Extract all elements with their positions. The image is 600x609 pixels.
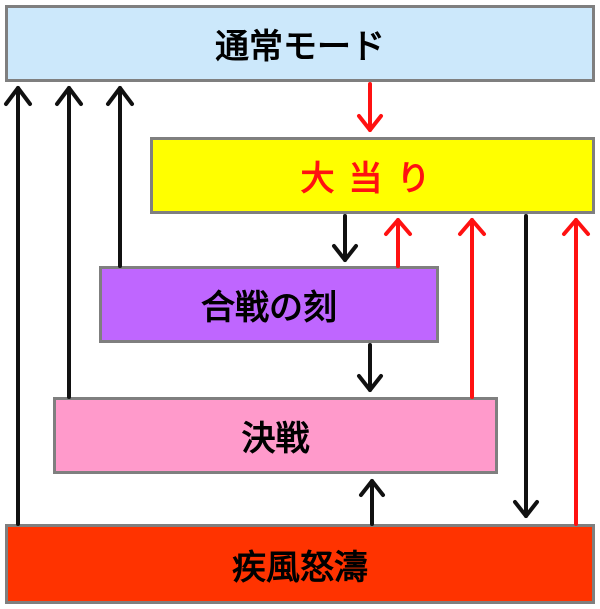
node-battle-time-label: 合戦の刻 xyxy=(201,288,337,328)
node-decisive-battle: 決戦 xyxy=(53,397,498,474)
arrow-storm-to-jackpot xyxy=(562,218,590,526)
node-shippu-doto-label: 疾風怒濤 xyxy=(232,547,368,588)
arrow-decisive-to-jackpot xyxy=(458,218,486,399)
node-jackpot: 大当り xyxy=(150,137,595,214)
arrow-normal-to-jackpot xyxy=(357,82,383,132)
arrow-battle-to-decisive xyxy=(357,343,383,392)
node-battle-time: 合戦の刻 xyxy=(99,266,439,343)
arrow-battle-to-normal xyxy=(106,86,134,268)
node-normal-mode: 通常モード xyxy=(5,5,595,82)
arrow-storm-to-normal xyxy=(4,86,32,526)
arrow-battle-to-jackpot xyxy=(384,218,412,268)
arrow-jackpot-to-battle xyxy=(332,214,358,262)
arrow-decisive-to-normal xyxy=(55,86,83,399)
node-jackpot-label: 大当り xyxy=(300,159,445,199)
node-decisive-battle-label: 決戦 xyxy=(241,419,310,459)
arrow-storm-to-decisive xyxy=(359,479,385,526)
node-shippu-doto: 疾風怒濤 xyxy=(5,524,595,604)
node-normal-mode-label: 通常モード xyxy=(215,27,385,67)
arrow-jackpot-to-storm xyxy=(513,214,539,518)
